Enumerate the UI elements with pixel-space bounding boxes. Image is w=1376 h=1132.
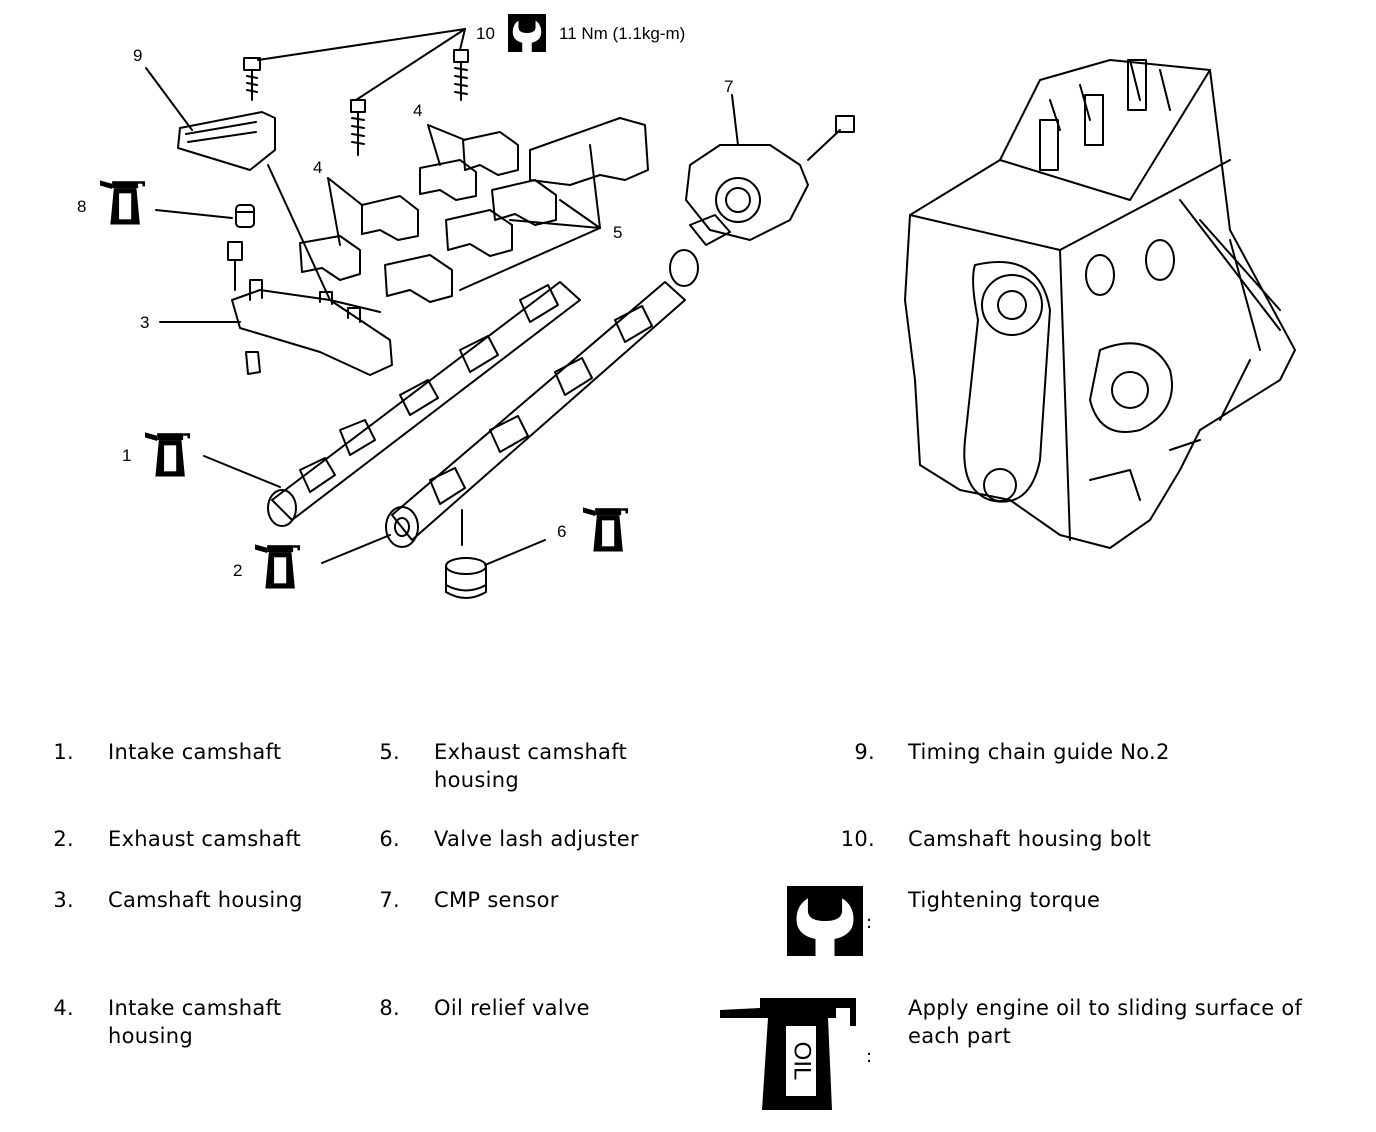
leader-5d [589, 144, 601, 229]
oil-relief-valve [235, 204, 255, 228]
oil-can-text: OIL [789, 1042, 816, 1081]
oil-can-icon-1 [145, 432, 191, 477]
legend-num-3: 3. [53, 888, 74, 912]
legend-label-6: Valve lash adjuster [434, 827, 639, 851]
legend-num-10: 10. [840, 827, 875, 851]
legend-label-torque: Tightening torque [908, 888, 1101, 912]
callout-8: 8 [77, 197, 86, 216]
leader-5a [559, 199, 601, 229]
legend-colon-oil: : [866, 1046, 873, 1067]
legend-label-7: CMP sensor [434, 888, 559, 912]
camshaft-housing-bolt-b [350, 99, 366, 156]
callout-4a: 4 [313, 158, 322, 177]
legend-label-3: Camshaft housing [108, 888, 303, 912]
oil-can-icon: OIL [720, 998, 856, 1110]
callout-7: 7 [724, 77, 733, 96]
exhaust-camshaft-housing-caps [384, 117, 649, 303]
leader-5c [459, 227, 601, 291]
leader-4c [427, 124, 466, 141]
torque-value: 11 Nm (1.1kg-m) [559, 24, 685, 43]
legend-num-6: 6. [379, 827, 400, 851]
wrench-torque-icon-callout [508, 14, 546, 52]
callout-4b: 4 [413, 101, 422, 120]
leader-9 [145, 67, 193, 131]
valve-lash-adjuster [445, 557, 487, 599]
callout-6: 6 [557, 522, 566, 541]
wrench-torque-icon [787, 886, 863, 956]
legend-label-1: Intake camshaft [108, 740, 282, 764]
leader-6b [484, 539, 546, 566]
intake-camshaft [267, 281, 581, 527]
callout-10: 10 [476, 24, 495, 43]
legend-label-2: Exhaust camshaft [108, 827, 302, 851]
legend-num-1: 1. [53, 740, 74, 764]
o-ring [669, 249, 699, 287]
legend-num-7: 7. [379, 888, 400, 912]
callout-2: 2 [233, 561, 242, 580]
leader-10b [355, 28, 466, 101]
leader-4d [427, 124, 441, 166]
legend-label-8: Oil relief valve [434, 996, 590, 1020]
oil-can-icon-2 [255, 544, 301, 589]
leader-1 [203, 455, 281, 488]
camshaft-housing [227, 241, 393, 376]
leader-4b [327, 177, 341, 246]
cmp-sensor [685, 144, 809, 246]
legend-label-oil: Apply engine oil to sliding surface of e… [908, 996, 1303, 1048]
exhaust-camshaft [385, 281, 686, 548]
legend-num-2: 2. [53, 827, 74, 851]
callout-1: 1 [122, 446, 131, 465]
exploded-view-diagram: 1 2 3 4 4 5 6 7 8 9 10 11 Nm (1.1kg-m) [77, 14, 1296, 599]
oil-can-icon-8 [100, 180, 146, 225]
leader-7 [731, 94, 739, 146]
legend-num-8: 8. [379, 996, 400, 1020]
leader-10a [257, 28, 466, 61]
leader-5b [509, 219, 601, 229]
intake-camshaft-housing-caps [299, 131, 519, 281]
camshaft-housing-bolt-c [453, 49, 469, 101]
leader-7-bolt [807, 129, 841, 161]
legend-label-5: Exhaust camshaft housing [434, 740, 628, 792]
leader-2 [321, 534, 391, 564]
legend-label-10: Camshaft housing bolt [908, 827, 1152, 851]
callout-3: 3 [140, 313, 149, 332]
legend-num-4: 4. [53, 996, 74, 1020]
legend-num-9: 9. [854, 740, 875, 764]
leader-8 [155, 209, 233, 219]
legend-num-5: 5. [379, 740, 400, 764]
legend-label-4: Intake camshaft housing [108, 996, 282, 1048]
camshaft-housing-bolt-a [243, 57, 261, 101]
callout-5: 5 [613, 223, 622, 242]
cmp-sensor-bolt [835, 115, 855, 133]
timing-chain-guide-no2 [177, 111, 381, 313]
engine-block [904, 59, 1296, 549]
leader-10c [459, 28, 466, 51]
legend-label-9: Timing chain guide No.2 [908, 740, 1170, 764]
legend-colon-torque: : [866, 912, 873, 933]
oil-can-icon-6 [583, 507, 629, 552]
leader-4a [327, 177, 363, 206]
callout-9: 9 [133, 46, 142, 65]
